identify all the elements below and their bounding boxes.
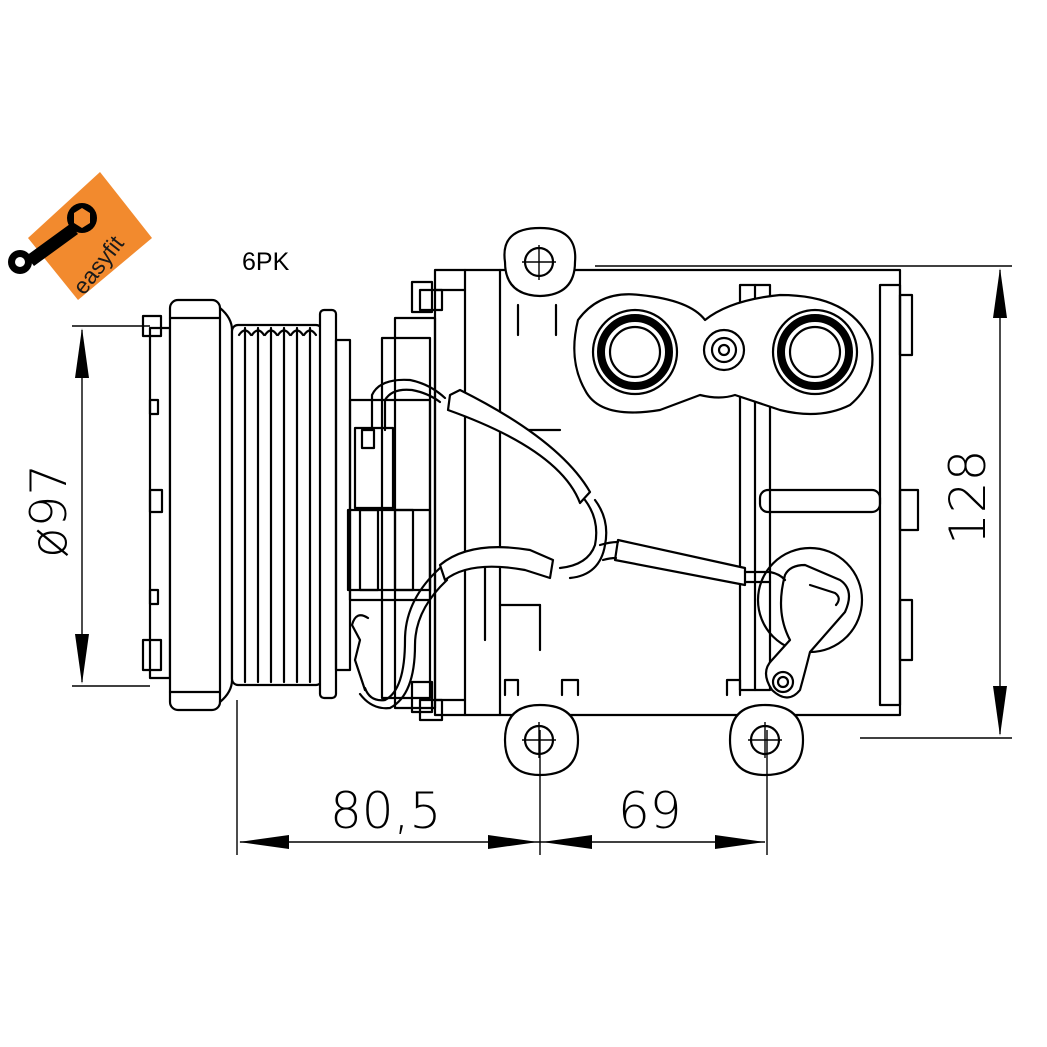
wrench-icon (8, 203, 97, 274)
pressure-switch (756, 546, 864, 699)
mount-spacing-label: 69 (618, 782, 682, 840)
logo-diamond (28, 172, 152, 300)
compressor-body (346, 268, 920, 722)
dimension-lines (72, 265, 1012, 855)
pulley-offset-label: 80,5 (330, 782, 441, 840)
pulley-groove-top (237, 329, 253, 337)
pulley-groove-top (289, 329, 305, 337)
center-marks (522, 245, 782, 758)
pulley-groove-top (250, 329, 266, 337)
belt-profile-label: 6PK (242, 248, 290, 276)
pulley-diameter-label: ø97 (20, 464, 78, 558)
pulley-groove-top (302, 329, 318, 337)
pulley-groove-top (276, 329, 292, 337)
wiring-harness (350, 378, 787, 710)
service-ports (573, 293, 874, 416)
pulley-clutch (141, 298, 234, 712)
pulley-groove-top (263, 329, 279, 337)
belt-grooves (230, 308, 352, 700)
height-label: 128 (939, 450, 997, 545)
